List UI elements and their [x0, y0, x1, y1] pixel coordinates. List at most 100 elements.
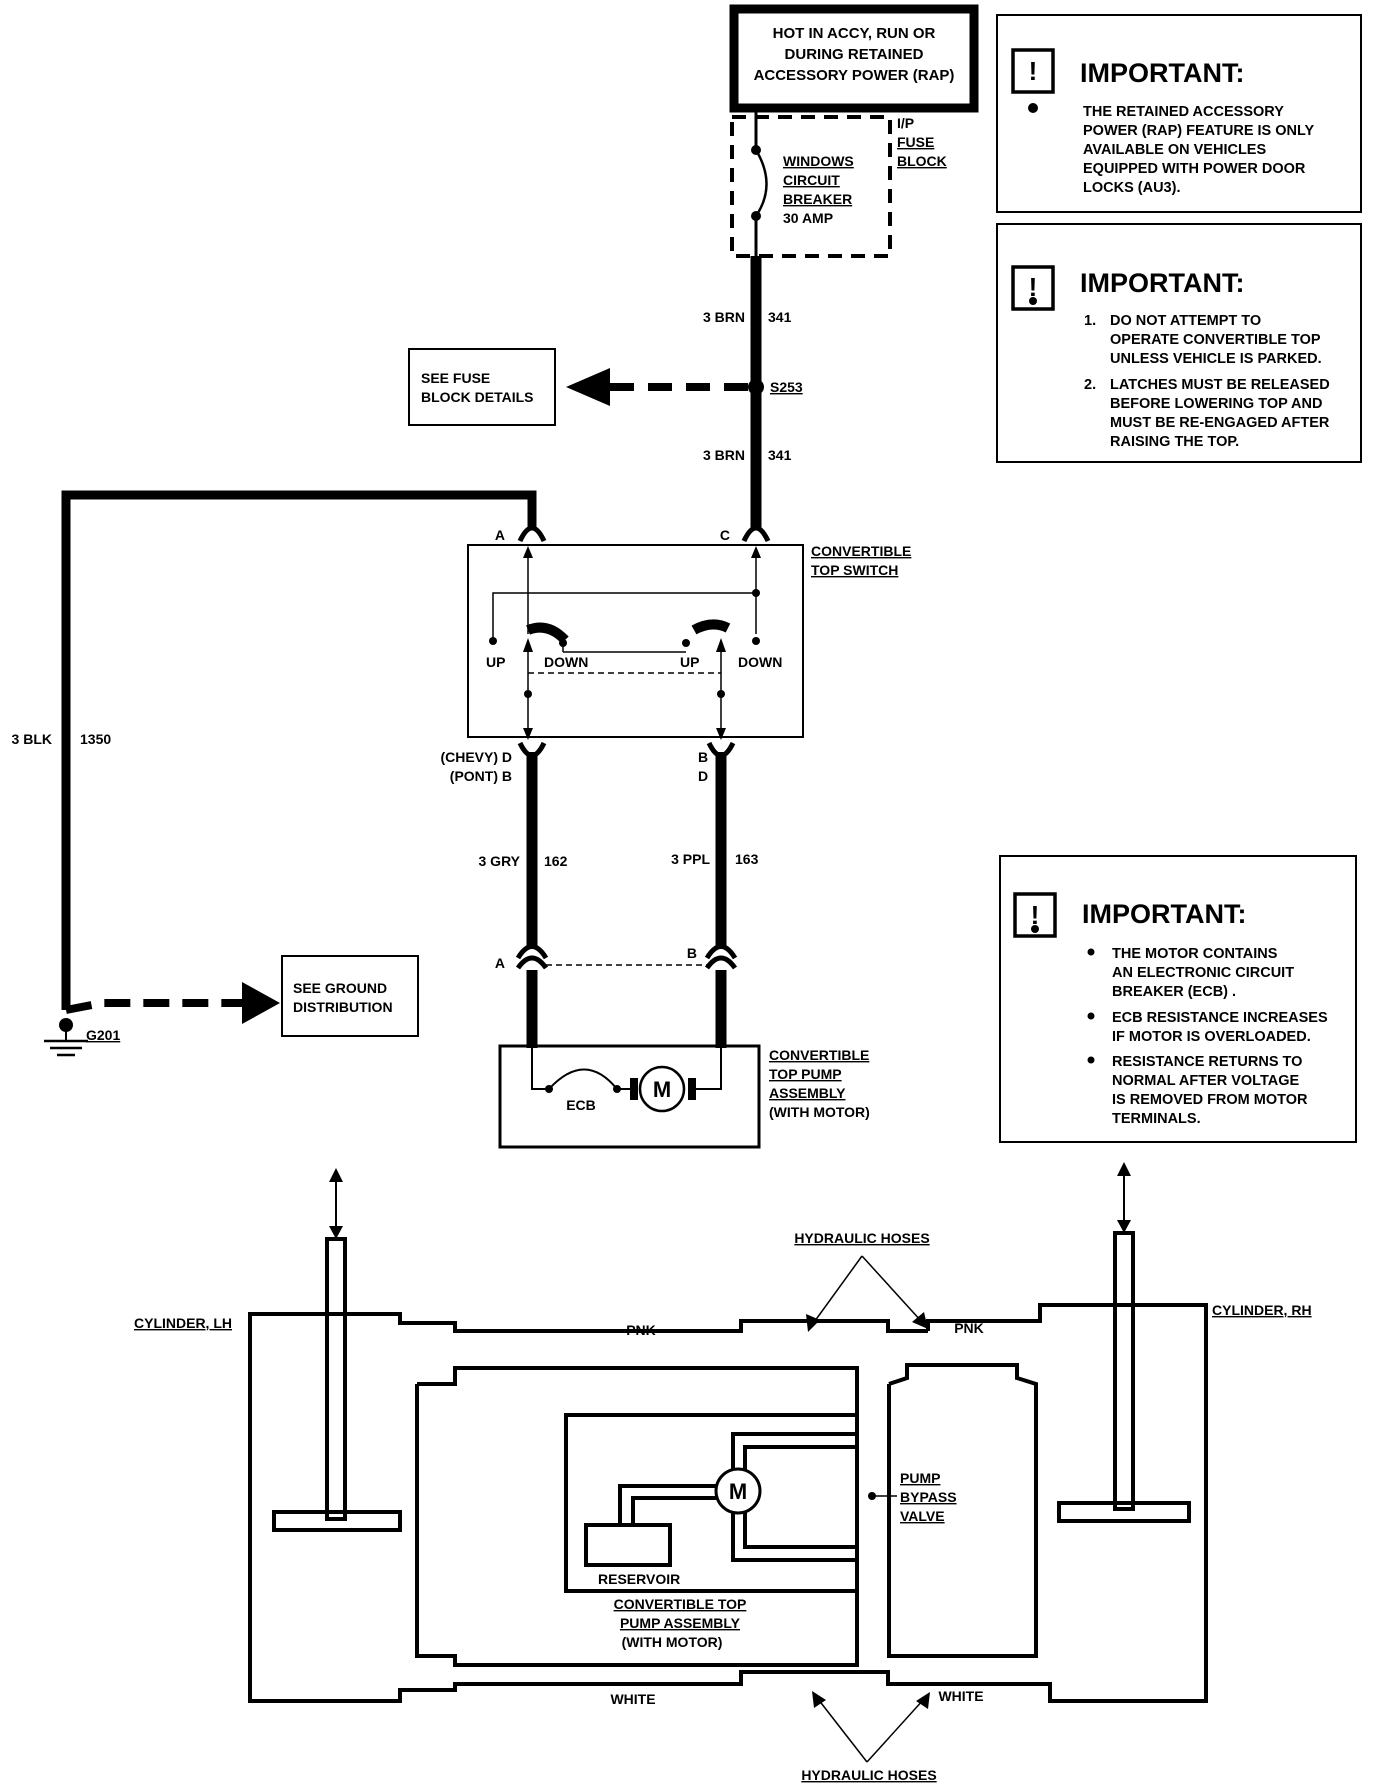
hydraulic-pump-label-1: CONVERTIBLE TOP: [614, 1596, 747, 1612]
pump-assembly-electrical: M ECB CONVERTIBLE TOP PUMP ASSEMBLY (WIT…: [498, 1044, 870, 1149]
fuse-block-label-3: BLOCK: [897, 153, 947, 169]
ground-icon: [44, 1039, 88, 1057]
pump-label-3: ASSEMBLY: [769, 1085, 846, 1101]
cylinder-lh-piston: [272, 1510, 402, 1532]
hydraulic-motor-label: M: [729, 1479, 747, 1504]
important-note-1: ! IMPORTANT: THE RETAINED ACCESSORY POWE…: [996, 14, 1362, 213]
cylinder-rh-piston: [1057, 1501, 1191, 1523]
switch-title-2: TOP SWITCH: [811, 562, 898, 578]
see-fuse-block-line-1: SEE FUSE: [421, 370, 490, 386]
svg-text:!: !: [1029, 56, 1038, 86]
connector-pin-b: B: [687, 945, 697, 961]
important-1-title: IMPORTANT:: [1080, 58, 1244, 88]
fuse-block-label-1: I/P: [897, 115, 914, 131]
see-ground-line-2: DISTRIBUTION: [293, 999, 393, 1015]
important-2-title: IMPORTANT:: [1080, 268, 1244, 298]
important-3-item-2-line-1: ECB RESISTANCE INCREASES: [1112, 1010, 1328, 1026]
hydraulic-system: CYLINDER, LH PNK WHITE CYLINDER, RH PNK …: [134, 1162, 1312, 1783]
wire-341: 3 BRN 341 3 BRN 341 S253: [566, 256, 803, 530]
switch-pin-c: C: [720, 527, 730, 543]
reservoir-tank: [584, 1523, 672, 1567]
reservoir-label: RESERVOIR: [598, 1571, 680, 1587]
important-2-item-1-line-3: UNLESS VEHICLE IS PARKED.: [1110, 351, 1322, 367]
power-source-line-3: ACCESSORY POWER (RAP): [754, 67, 955, 84]
see-fuse-block-line-2: BLOCK DETAILS: [421, 389, 534, 405]
svg-text:!: !: [1029, 272, 1038, 302]
arrow-right-icon: [242, 982, 280, 1024]
wire-162-circuit: 162: [544, 853, 568, 869]
wire-341-upper-color: 3 BRN: [703, 309, 745, 325]
white-left-label: WHITE: [610, 1691, 655, 1707]
important-2-item-1-line-1: DO NOT ATTEMPT TO: [1110, 313, 1261, 329]
important-2-item-2-line-1: LATCHES MUST BE RELEASED: [1110, 377, 1330, 393]
circuit-breaker-label-4: 30 AMP: [783, 210, 833, 226]
splice-s253: [748, 379, 764, 395]
important-3-item-2-line-2: IF MOTOR IS OVERLOADED.: [1112, 1029, 1311, 1045]
important-note-3: ! IMPORTANT: THE MOTOR CONTAINS AN ELECT…: [999, 855, 1357, 1143]
important-3-item-1-line-1: THE MOTOR CONTAINS: [1112, 946, 1278, 962]
info-icon: [1011, 48, 1055, 94]
circuit-breaker-label-1: WINDOWS: [783, 153, 854, 169]
wire-341-lower-circuit: 341: [768, 447, 792, 463]
switch-bottom-right-2: D: [698, 768, 708, 784]
important-1-line-4: EQUIPPED WITH POWER DOOR: [1083, 161, 1306, 177]
switch-up-left: UP: [486, 654, 505, 670]
important-2-item-2-line-3: MUST BE RE-ENGAGED AFTER: [1110, 415, 1330, 431]
important-1-line-5: LOCKS (AU3).: [1083, 180, 1180, 196]
convertible-top-switch: A C UP DOWN UP DOWN CONVERTIBLE TOP S: [440, 525, 911, 784]
bypass-label-2: BYPASS: [900, 1489, 957, 1505]
pump-label-1: CONVERTIBLE: [769, 1047, 869, 1063]
cylinder-rh-label: CYLINDER, RH: [1212, 1302, 1312, 1318]
switch-down-right: DOWN: [738, 654, 782, 670]
hydraulic-hoses-top-label: HYDRAULIC HOSES: [794, 1230, 929, 1246]
hydraulic-pump-label-2: PUMP ASSEMBLY: [620, 1615, 741, 1631]
wire-341-lower-color: 3 BRN: [703, 447, 745, 463]
wire-1350: 3 BLK 1350 G201: [12, 490, 537, 1057]
connector-pin-a: A: [495, 955, 505, 971]
pnk-right-label: PNK: [954, 1320, 984, 1336]
wire-163-color: 3 PPL: [671, 851, 710, 867]
wire-163-circuit: 163: [735, 851, 759, 867]
wire-1350-color: 3 BLK: [12, 731, 52, 747]
cylinder-lh-label: CYLINDER, LH: [134, 1315, 232, 1331]
power-source-line-1: HOT IN ACCY, RUN OR: [773, 25, 936, 42]
see-ground-box: SEE GROUND DISTRIBUTION: [281, 955, 419, 1037]
important-1-line-2: POWER (RAP) FEATURE IS ONLY: [1083, 123, 1315, 139]
switch-bottom-right-1: B: [698, 749, 708, 765]
white-right-label: WHITE: [938, 1688, 983, 1704]
important-note-2: ! IMPORTANT: 1. DO NOT ATTEMPT TO OPERAT…: [996, 223, 1362, 463]
ground-id: G201: [86, 1027, 120, 1043]
switch-down-left: DOWN: [544, 654, 588, 670]
switch-up-right: UP: [680, 654, 699, 670]
bypass-label-1: PUMP: [900, 1470, 940, 1486]
switch-pin-a: A: [495, 527, 505, 543]
info-icon: [1011, 265, 1055, 311]
circuit-breaker-label-2: CIRCUIT: [783, 172, 840, 188]
wire-1350-circuit: 1350: [80, 731, 111, 747]
see-ground-line-1: SEE GROUND: [293, 980, 387, 996]
important-3-item-1-line-2: AN ELECTRONIC CIRCUIT: [1112, 965, 1294, 981]
important-2-num-2: 2.: [1084, 377, 1096, 393]
bypass-label-3: VALVE: [900, 1508, 945, 1524]
switch-title-1: CONVERTIBLE: [811, 543, 911, 559]
see-fuse-block-box: SEE FUSE BLOCK DETAILS: [408, 348, 556, 426]
important-1-line-1: THE RETAINED ACCESSORY: [1083, 104, 1284, 120]
hydraulic-hoses-bottom-label: HYDRAULIC HOSES: [801, 1767, 936, 1783]
info-icon: [1013, 892, 1057, 938]
important-3-item-3-line-4: TERMINALS.: [1112, 1111, 1201, 1127]
important-3-item-1-line-3: BREAKER (ECB) .: [1112, 984, 1236, 1000]
fuse-block: I/P FUSE BLOCK WINDOWS CIRCUIT BREAKER 3…: [730, 108, 947, 258]
important-3-item-3-line-3: IS REMOVED FROM MOTOR: [1112, 1092, 1308, 1108]
pump-label-2: TOP PUMP: [769, 1066, 842, 1082]
important-2-item-2-line-2: BEFORE LOWERING TOP AND: [1110, 396, 1322, 412]
pnk-left-label: PNK: [626, 1322, 656, 1338]
svg-text:!: !: [1031, 900, 1040, 930]
power-source-line-2: DURING RETAINED: [785, 46, 924, 63]
switch-bottom-left-2: (PONT) B: [450, 768, 512, 784]
wires-162-163: 3 GRY 162 3 PPL 163 A B: [479, 752, 759, 1048]
important-2-item-1-line-2: OPERATE CONVERTIBLE TOP: [1110, 332, 1321, 348]
cylinder-lh-rod: [325, 1237, 347, 1521]
important-1-line-3: AVAILABLE ON VEHICLES: [1083, 142, 1266, 158]
cylinder-rh-rod: [1113, 1231, 1135, 1511]
